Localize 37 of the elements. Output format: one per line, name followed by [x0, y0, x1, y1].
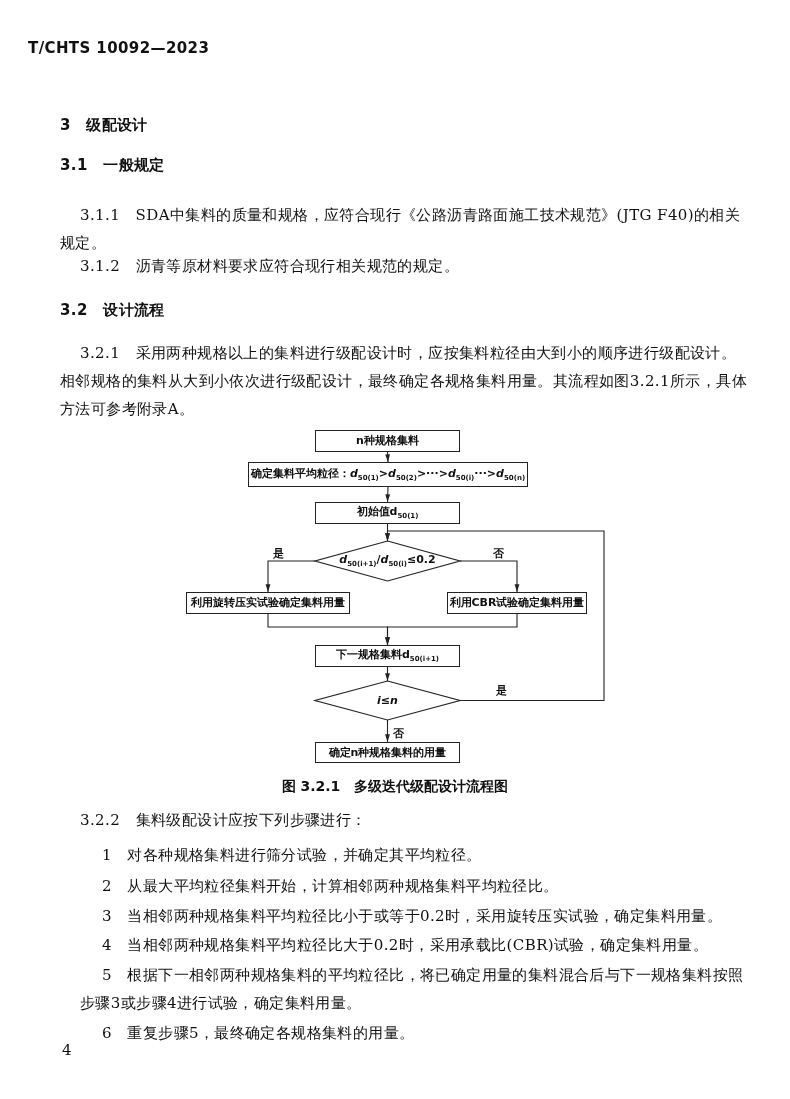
process-box: 确定n种规格集料的用量 [315, 742, 460, 763]
body-text: 3.2.1 采用两种规格以上的集料进行级配设计时，应按集料粒径由大到小的顺序进行级配设计。相邻规格的集料从大到小依次进行级配设计，最终确定各规格集料用量。其流程如图3.2.1所示，具体方法可参考附录A。 [60, 343, 748, 420]
arrow [385, 486, 391, 503]
process-box: 初始值d$_{50(1)}$ [315, 502, 460, 524]
edge-label: 否 [492, 547, 505, 560]
process-box: 利用旋转压实试验确定集料用量 [186, 592, 350, 614]
body-text: 2 从最大平均粒径集料开始，计算相邻两种规格集料平均粒径比。 [101, 876, 560, 897]
body-text: 3.1.2 沥青等原材料要求应符合现行相关规范的规定。 [79, 256, 460, 277]
body-text: 3 当相邻两种规格集料平均粒径比小于或等于0.2时，采用旋转压实试验，确定集料用量。 [101, 906, 724, 927]
process-box: n种规格集料 [315, 430, 460, 452]
edge-label: 否 [392, 727, 405, 740]
body-text: 4 当相邻两种规格集料平均粒径比大于0.2时，采用承载比(CBR)试验，确定集料用量。 [101, 935, 710, 956]
process-box: 下一规格集料d$_{50(i+1)}$ [315, 645, 460, 667]
arrow [385, 719, 390, 743]
edge-label: 是 [272, 547, 285, 560]
arrow [385, 530, 605, 702]
decision-diamond: i≤n [315, 681, 460, 720]
body-text: 5 根据下一相邻两种规格集料的平均粒径比，将已确定用量的集料混合后与下一规格集料按照步骤3或步骤4进行试验，确定集料用量。 [80, 965, 745, 1014]
figure-caption: 图 3.2.1 多级迭代级配设计流程图 [280, 778, 510, 796]
section-heading: 3.1 一般规定 [60, 155, 166, 176]
section-heading: 3 级配设计 [60, 115, 149, 136]
body-text: 3.1.1 SDA中集料的质量和规格，应符合现行《公路沥青路面施工技术规范》(JTG F40)的相关规定。 [60, 205, 742, 254]
body-text: 4 [62, 1040, 73, 1061]
arrow [265, 560, 316, 593]
arrow [459, 560, 520, 593]
body-text: 3.2.2 集料级配设计应按下列步骤进行： [80, 810, 368, 831]
arrow [385, 666, 390, 682]
process-box: 确定集料平均粒径：d$_{50(1)}$>d$_{50(2)}$>···>d$_{50(i)}$···>d$_{50(n)}$ [248, 462, 528, 487]
body-text: 6 重复步骤5，最终确定各规格集料的用量。 [101, 1023, 416, 1044]
arrow [385, 613, 518, 646]
decision-diamond: d$_{50(i+1)}$/d$_{50(i)}$≤0.2 [315, 541, 460, 581]
edge-label: 是 [495, 684, 508, 697]
section-heading: T/CHTS 10092—2023 [28, 38, 211, 59]
process-box: 利用CBR试验确定集料用量 [447, 592, 587, 614]
section-heading: 3.2 设计流程 [60, 300, 166, 321]
arrow [385, 451, 390, 463]
body-text: 1 对各种规格集料进行筛分试验，并确定其平均粒径。 [101, 845, 483, 866]
